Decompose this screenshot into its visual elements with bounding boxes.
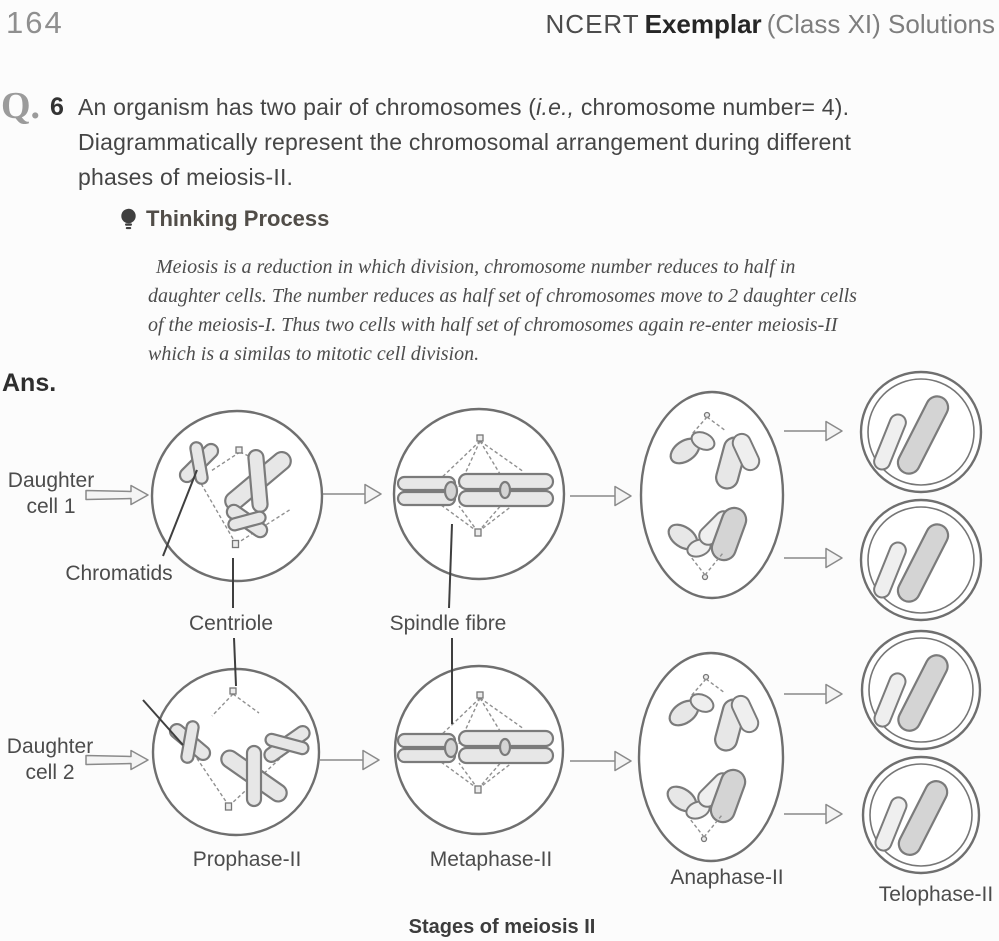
thinking-line: daughter cells. The number reduces as ha…	[148, 285, 857, 307]
arrow-daughter2-to-prophase	[85, 749, 149, 771]
chromosome-pair-right	[457, 472, 555, 508]
centriole-label: Centriole	[189, 612, 273, 635]
centriole-dot	[235, 446, 243, 454]
question-label: Q.	[1, 85, 41, 127]
bulb-icon	[120, 208, 137, 238]
centriole-pointer-line-down	[233, 637, 237, 687]
centriole-dot	[474, 528, 482, 537]
chromosome	[168, 720, 212, 764]
centromere	[443, 480, 459, 502]
stage-label-metaphase: Metaphase-II	[430, 848, 553, 871]
chromatids-pointer-line	[162, 469, 198, 557]
centriole-dot	[474, 785, 482, 794]
arrow-prophase-to-metaphase-top	[320, 483, 382, 505]
centriole-dot	[476, 691, 484, 699]
arrow-anaphase-to-telophase-2	[784, 547, 843, 569]
arrow-metaphase-to-anaphase-top	[570, 485, 632, 507]
centriole-dot	[701, 573, 709, 581]
chromatid	[731, 432, 761, 472]
centromere	[498, 480, 512, 500]
centriole-dot	[476, 434, 484, 442]
centriole-dot	[231, 539, 240, 549]
chromosome	[220, 744, 288, 808]
header-brand-post: (Class XI) Solutions	[766, 9, 995, 39]
question-line-2: Diagrammatically represent the chromosom…	[78, 129, 852, 155]
chromatid	[690, 431, 716, 451]
chromatid	[873, 413, 907, 471]
stage-label-anaphase: Anaphase-II	[670, 866, 783, 889]
thinking-process-body: Meiosis is a reduction in which division…	[148, 253, 857, 369]
anaphase-cell-top	[639, 390, 785, 600]
chromatid	[710, 506, 748, 562]
header-brand-bold: Exemplar	[644, 9, 762, 39]
chromosome	[224, 448, 292, 514]
thinking-line: which is a similas to mitotic cell divis…	[148, 343, 480, 365]
chromatid	[896, 523, 950, 603]
chromatid	[874, 796, 908, 852]
thinking-line: Meiosis is a reduction in which division…	[156, 256, 796, 278]
page-number: 164	[6, 5, 64, 40]
chromosome	[225, 503, 269, 539]
chromatid	[897, 780, 949, 856]
answer-label: Ans.	[2, 369, 57, 397]
anaphase-cell-bottom	[637, 651, 785, 863]
question-number: 6	[50, 93, 64, 121]
chromatid	[689, 693, 715, 713]
telophase-cell-1	[859, 370, 983, 494]
question-line-3: phases of meiosis-II.	[78, 164, 294, 190]
header-brand-pre: NCERT	[545, 9, 640, 39]
centromere	[498, 737, 512, 757]
daughter-cell-1-label-line1: Daughter	[8, 469, 94, 492]
chromosome-pair-left	[396, 475, 459, 507]
arrow-daughter1-to-prophase	[85, 484, 149, 506]
daughter-cell-2-label-line2: cell 2	[25, 761, 74, 784]
chromosome	[263, 725, 311, 763]
arrow-metaphase-to-anaphase-bottom	[570, 750, 632, 772]
daughter-cell-2-label-line1: Daughter	[7, 735, 93, 758]
prophase-cell-top	[150, 409, 324, 583]
arrow-anaphase-to-telophase-1	[784, 420, 843, 442]
centriole-dot	[229, 687, 237, 695]
arrow-prophase-to-metaphase-bottom	[320, 749, 380, 771]
telophase-cell-2	[859, 498, 983, 622]
telophase-cell-4	[861, 755, 981, 875]
centriole-dot	[700, 835, 708, 843]
metaphase-cell-top	[392, 407, 566, 581]
centriole-dot	[703, 411, 711, 419]
chromosome-pair-right	[457, 729, 555, 765]
diagram-caption: Stages of meiosis II	[409, 916, 596, 938]
stage-label-prophase: Prophase-II	[193, 848, 302, 871]
chromatid	[897, 654, 949, 732]
prophase-cell-bottom	[142, 667, 321, 837]
metaphase-cell-bottom	[393, 664, 565, 836]
chromatid	[873, 541, 907, 599]
telophase-cell-3	[860, 629, 982, 751]
chromatid	[873, 672, 907, 728]
chromosome-pair-left	[396, 732, 459, 764]
chromatid	[709, 768, 747, 824]
chromatid	[730, 694, 760, 734]
thinking-process-title: Thinking Process	[146, 206, 330, 231]
spindle-pointer-line-up	[448, 523, 453, 609]
centriole-dot	[702, 673, 710, 681]
arrow-anaphase-to-telophase-3	[784, 683, 843, 705]
stage-label-telophase: Telophase-II	[879, 883, 993, 906]
chromatid	[896, 395, 950, 475]
arrow-anaphase-to-telophase-4	[784, 803, 843, 825]
chromosome	[178, 441, 220, 485]
question-line-1: An organism has two pair of chromosomes …	[78, 94, 850, 120]
centriole-dot	[224, 802, 233, 811]
centromere	[443, 737, 459, 759]
question-text: An organism has two pair of chromosomes …	[78, 90, 851, 195]
spindle-fibre-label: Spindle fibre	[390, 612, 507, 635]
chromatid-pointer-line	[142, 699, 184, 746]
thinking-line: of the meiosis-I. Thus two cells with ha…	[148, 314, 838, 336]
daughter-cell-1-label-line2: cell 1	[26, 495, 75, 518]
chromatids-label: Chromatids	[65, 562, 172, 585]
